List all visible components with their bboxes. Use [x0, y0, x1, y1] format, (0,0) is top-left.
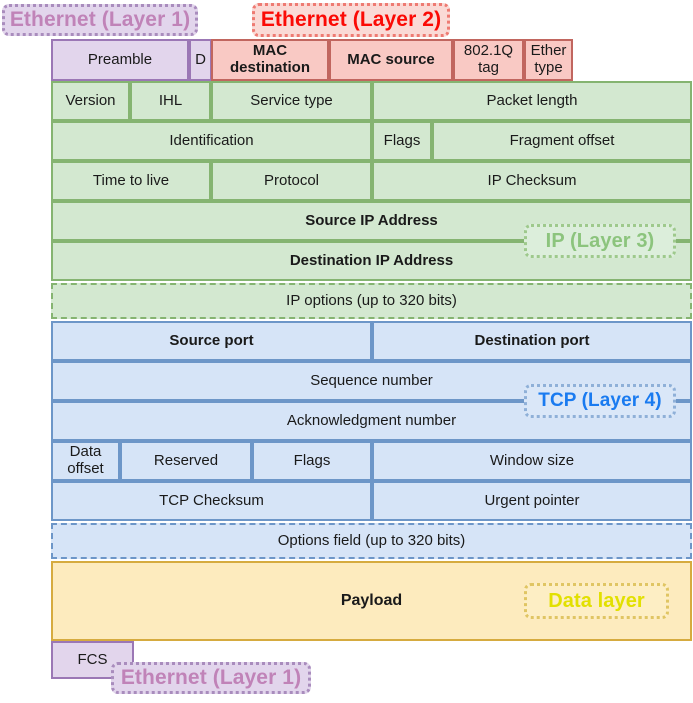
field-ip-time-to-live: Time to live: [51, 161, 211, 201]
field-ip-packet-length: Packet length: [372, 81, 692, 121]
field-tcp-data-offset: Data offset: [51, 441, 120, 481]
field-tcp-options: Options field (up to 320 bits): [51, 523, 692, 559]
field-ip-flags: Flags: [372, 121, 432, 161]
badge-ip-layer3: IP (Layer 3): [524, 224, 676, 258]
field-source-ip-address: Source IP Address: [51, 201, 692, 241]
field-ip-options: IP options (up to 320 bits): [51, 283, 692, 319]
field-ip-ihl: IHL: [130, 81, 211, 121]
field-tcp-flags: Flags: [252, 441, 372, 481]
badge-ethernet-layer1-top: Ethernet (Layer 1): [2, 4, 198, 36]
field-tcp-destination-port: Destination port: [372, 321, 692, 361]
field-ip-fragment-offset: Fragment offset: [432, 121, 692, 161]
field-ip-identification: Identification: [51, 121, 372, 161]
field-tcp-reserved: Reserved: [120, 441, 252, 481]
field-mac-destination: MAC destination: [211, 39, 329, 81]
field-ip-checksum: IP Checksum: [372, 161, 692, 201]
field-ip-protocol: Protocol: [211, 161, 372, 201]
field-mac-source: MAC source: [329, 39, 453, 81]
field-tcp-source-port: Source port: [51, 321, 372, 361]
field-vlan-tag: 802.1Q tag: [453, 39, 524, 81]
field-tcp-checksum: TCP Checksum: [51, 481, 372, 521]
badge-tcp-layer4: TCP (Layer 4): [524, 384, 676, 418]
field-tcp-window-size: Window size: [372, 441, 692, 481]
field-preamble: Preamble: [51, 39, 189, 81]
badge-ethernet-layer1-bottom: Ethernet (Layer 1): [111, 662, 311, 694]
field-ip-service-type: Service type: [211, 81, 372, 121]
field-tcp-urgent-pointer: Urgent pointer: [372, 481, 692, 521]
field-ether-type: Ether type: [524, 39, 573, 81]
field-ip-version: Version: [51, 81, 130, 121]
badge-ethernet-layer2: Ethernet (Layer 2): [252, 3, 450, 37]
badge-data-layer: Data layer: [524, 583, 669, 619]
field-start-frame-delimiter: D: [189, 39, 212, 81]
